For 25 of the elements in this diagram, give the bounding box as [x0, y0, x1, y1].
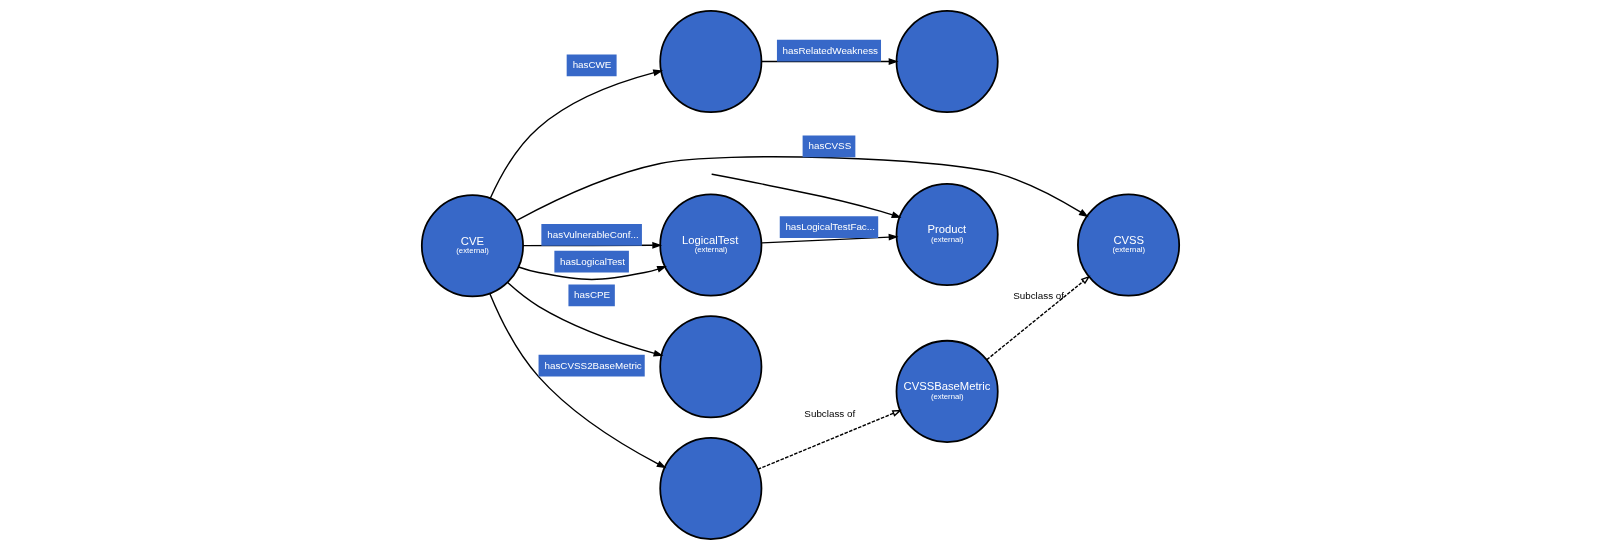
node-circle: Product (external)	[895, 183, 999, 287]
node-circle: CVE (external)	[420, 194, 524, 298]
edge-label: hasVulnerableConf...	[546, 228, 639, 240]
edge-label: hasCWE	[572, 59, 611, 71]
arrow	[515, 156, 1089, 222]
arrow	[488, 292, 667, 469]
node-circle	[658, 315, 762, 419]
edge-label: hasCVSS2BaseMetric	[544, 359, 642, 371]
node-circle: CVSSBaseMetric (external)	[895, 339, 999, 443]
edge-label: hasLogicalTestFac...	[784, 221, 875, 233]
arrow	[710, 173, 901, 219]
arrow	[756, 409, 902, 470]
arrow	[517, 265, 667, 281]
arrow	[985, 275, 1090, 361]
arrow	[760, 233, 899, 244]
node-circle	[895, 10, 999, 114]
edge-label: Subclass of	[1012, 289, 1064, 301]
node-circle	[658, 436, 762, 540]
edge-label: hasRelatedWeakness	[782, 44, 878, 56]
edge-label: hasCPE	[573, 289, 610, 301]
edge-label: hasLogicalTest	[559, 255, 625, 267]
edge-label: hasCVSS	[808, 140, 851, 152]
edge-label: Subclass of	[803, 407, 855, 419]
node-circle	[658, 10, 762, 114]
arrow	[489, 69, 663, 200]
